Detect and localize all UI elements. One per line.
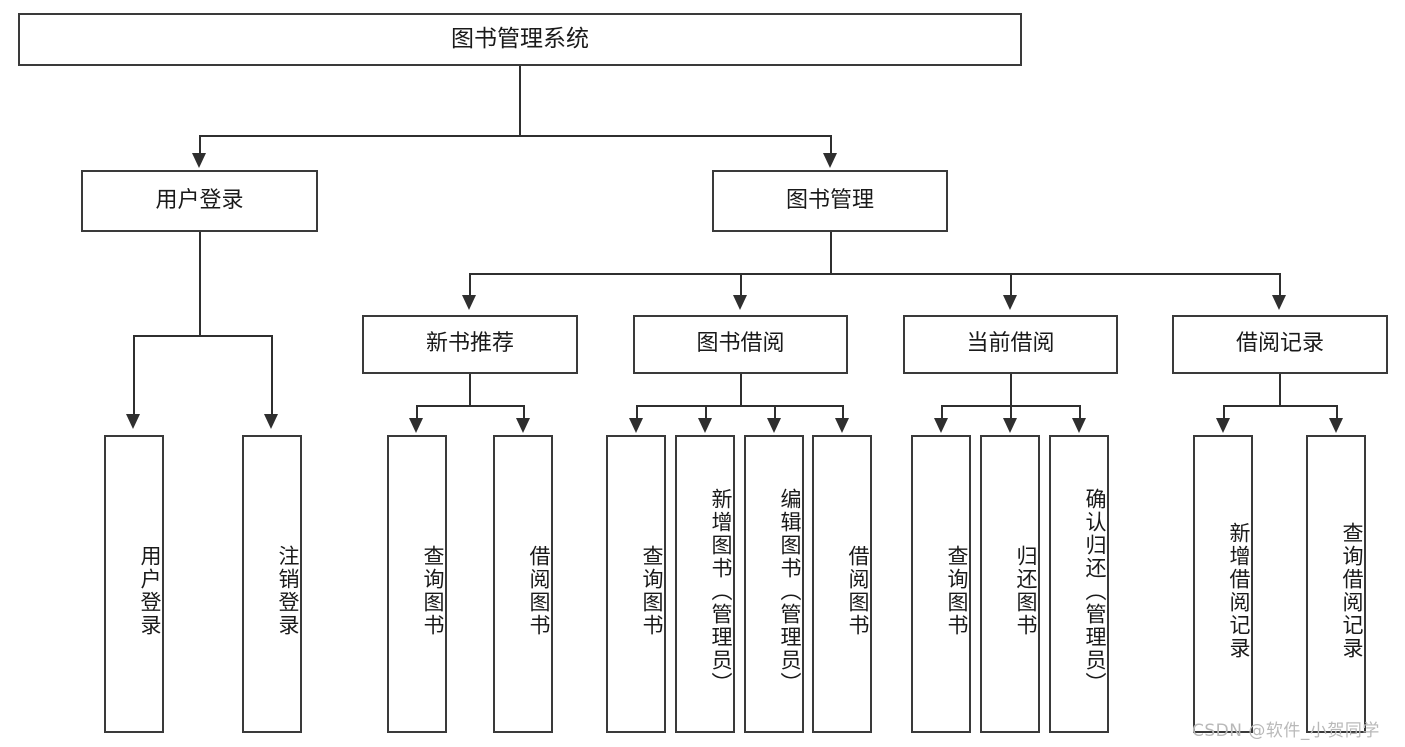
connector-book-borrow-to-leaf-3 (774, 405, 776, 420)
arrow-root-to-user-login (192, 153, 206, 168)
arrow-current-borrow-to-leaf-1 (934, 418, 948, 433)
node-label: 查询图书 (945, 545, 969, 637)
connector-current-borrow-to-leaf-1 (941, 405, 943, 420)
connector-current-borrow-to-leaf-3 (1079, 405, 1081, 420)
leaf-borrow-book-recommend[interactable]: 借阅图书 (493, 435, 553, 733)
node-label: 新书推荐 (425, 331, 514, 357)
connector-book-manage-to-new-book (469, 273, 471, 297)
leaf-logout-login[interactable]: 注销登录 (242, 435, 302, 733)
connector-root-to-book-manage (830, 135, 832, 155)
connector-user-login-stem (199, 232, 201, 335)
connector-root-stem (519, 66, 521, 135)
connector-current-borrow-stem (1010, 374, 1012, 405)
connector-book-borrow-bus (636, 405, 843, 407)
connector-book-borrow-to-leaf-4 (842, 405, 844, 420)
connector-borrow-record-bus (1223, 405, 1337, 407)
leaf-borrow-book-borrow[interactable]: 借阅图书 (812, 435, 872, 733)
node-book-manage[interactable]: 图书管理 (712, 170, 948, 232)
node-label: 归还图书 (1014, 545, 1038, 637)
connector-book-manage-to-current-borrow (1010, 273, 1012, 297)
connector-user-login-to-leaf-2 (271, 335, 273, 416)
leaf-edit-book-admin[interactable]: 编辑图书（管理员） (744, 435, 804, 733)
arrow-current-borrow-to-leaf-2 (1003, 418, 1017, 433)
node-label: 新增图书（管理员） (709, 487, 733, 695)
connector-new-book-stem (469, 374, 471, 405)
node-label: 当前借阅 (966, 331, 1055, 357)
node-label: 图书管理 (785, 187, 874, 213)
arrow-borrow-record-to-leaf-2 (1329, 418, 1343, 433)
leaf-query-book-current[interactable]: 查询图书 (911, 435, 971, 733)
node-label: 图书管理系统 (451, 26, 589, 53)
node-label: 借阅记录 (1235, 331, 1324, 357)
node-label: 新增借阅记录 (1227, 522, 1251, 660)
node-label: 查询借阅记录 (1340, 522, 1364, 660)
leaf-confirm-return-admin[interactable]: 确认归还（管理员） (1049, 435, 1109, 733)
node-new-book-recommend[interactable]: 新书推荐 (362, 315, 578, 374)
connector-book-borrow-to-leaf-2 (705, 405, 707, 420)
node-label: 查询图书 (421, 545, 445, 637)
node-label: 图书借阅 (696, 331, 785, 357)
arrow-book-manage-to-book-borrow (733, 295, 747, 310)
node-label: 用户登录 (155, 187, 244, 213)
arrow-book-manage-to-new-book (462, 295, 476, 310)
node-label: 编辑图书（管理员） (778, 487, 802, 695)
leaf-query-book-recommend[interactable]: 查询图书 (387, 435, 447, 733)
node-label: 确认归还（管理员） (1083, 487, 1107, 695)
node-label: 借阅图书 (846, 545, 870, 637)
arrow-book-borrow-to-leaf-3 (767, 418, 781, 433)
connector-new-book-to-leaf-1 (416, 405, 418, 420)
connector-root-bus (199, 135, 832, 137)
arrow-book-manage-to-current-borrow (1003, 295, 1017, 310)
connector-current-borrow-to-leaf-2 (1010, 405, 1012, 420)
node-current-borrow[interactable]: 当前借阅 (903, 315, 1118, 374)
connector-borrow-record-to-leaf-2 (1336, 405, 1338, 420)
node-label: 查询图书 (640, 545, 664, 637)
node-label: 注销登录 (276, 545, 300, 637)
arrow-book-borrow-to-leaf-2 (698, 418, 712, 433)
connector-user-login-bus (133, 335, 272, 337)
arrow-new-book-to-leaf-1 (409, 418, 423, 433)
arrow-book-manage-to-borrow-record (1272, 295, 1286, 310)
leaf-add-borrow-record[interactable]: 新增借阅记录 (1193, 435, 1253, 733)
connector-book-manage-to-book-borrow (740, 273, 742, 297)
arrow-user-login-to-leaf-1 (126, 414, 140, 429)
arrow-root-to-book-manage (823, 153, 837, 168)
csdn-watermark: CSDN @软件_小贺同学 (1192, 721, 1380, 741)
connector-book-manage-bus (469, 273, 1281, 275)
connector-book-manage-stem (830, 232, 832, 273)
node-label: 用户登录 (138, 545, 162, 637)
arrow-user-login-to-leaf-2 (264, 414, 278, 429)
arrow-book-borrow-to-leaf-1 (629, 418, 643, 433)
arrow-borrow-record-to-leaf-1 (1216, 418, 1230, 433)
connector-new-book-bus (416, 405, 524, 407)
node-user-login[interactable]: 用户登录 (81, 170, 318, 232)
arrow-book-borrow-to-leaf-4 (835, 418, 849, 433)
connector-borrow-record-to-leaf-1 (1223, 405, 1225, 420)
connector-borrow-record-stem (1279, 374, 1281, 405)
leaf-query-book-borrow[interactable]: 查询图书 (606, 435, 666, 733)
leaf-query-borrow-record[interactable]: 查询借阅记录 (1306, 435, 1366, 733)
leaf-user-login[interactable]: 用户登录 (104, 435, 164, 733)
leaf-return-book[interactable]: 归还图书 (980, 435, 1040, 733)
arrow-current-borrow-to-leaf-3 (1072, 418, 1086, 433)
connector-book-borrow-to-leaf-1 (636, 405, 638, 420)
connector-book-manage-to-borrow-record (1279, 273, 1281, 297)
connector-book-borrow-stem (740, 374, 742, 405)
connector-root-to-user-login (199, 135, 201, 155)
leaf-add-book-admin[interactable]: 新增图书（管理员） (675, 435, 735, 733)
node-root-system[interactable]: 图书管理系统 (18, 13, 1022, 66)
connector-new-book-to-leaf-2 (523, 405, 525, 420)
node-borrow-record[interactable]: 借阅记录 (1172, 315, 1388, 374)
node-book-borrow[interactable]: 图书借阅 (633, 315, 848, 374)
node-label: 借阅图书 (527, 545, 551, 637)
arrow-new-book-to-leaf-2 (516, 418, 530, 433)
connector-user-login-to-leaf-1 (133, 335, 135, 416)
